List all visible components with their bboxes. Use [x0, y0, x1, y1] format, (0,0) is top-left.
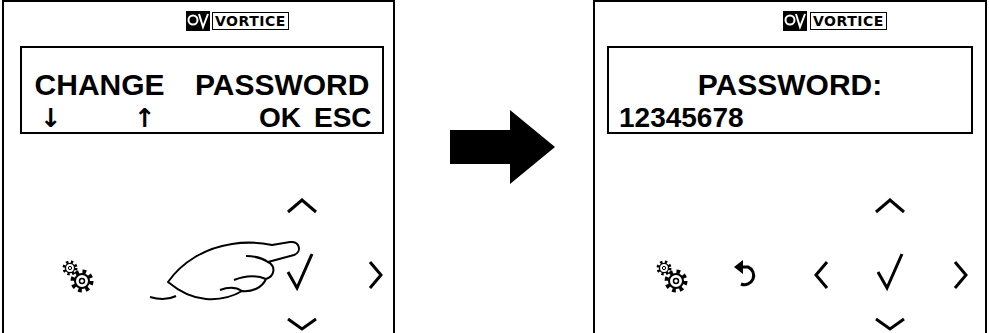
key-hint: ↓	[40, 105, 62, 131]
settings-button	[64, 262, 91, 290]
key-hint: OK	[259, 104, 301, 132]
password-value: 12345678	[619, 104, 744, 132]
settings-button	[658, 262, 685, 290]
right-button	[370, 262, 381, 288]
brand-logo: VORTICE	[810, 12, 887, 30]
key-hint: ESC	[314, 104, 372, 132]
pressing-hand	[150, 242, 299, 299]
up-button	[288, 200, 316, 212]
ok-button	[878, 254, 902, 288]
up-button	[876, 200, 904, 212]
logo-symbol	[186, 11, 210, 31]
key-hint: ↑	[134, 105, 156, 131]
back-button	[734, 260, 754, 285]
left-button	[816, 262, 827, 288]
right-button	[955, 262, 966, 288]
ok-button	[288, 254, 312, 288]
logo-symbol	[783, 11, 807, 31]
display-title: PASSWORD:	[609, 70, 971, 100]
controller-panel: VORTICE CHANGE PASSWORD ↓ ↑ OK ESC	[2, 0, 395, 333]
lcd-display: CHANGE PASSWORD ↓ ↑ OK ESC	[20, 46, 384, 134]
lcd-display: PASSWORD: 12345678	[607, 46, 973, 134]
down-button	[876, 319, 904, 329]
down-button	[288, 319, 316, 329]
flow-arrow	[450, 110, 555, 184]
controller-panel: VORTICE PASSWORD: 12345678	[593, 0, 987, 333]
display-title: CHANGE PASSWORD	[22, 70, 382, 100]
brand-logo: VORTICE	[212, 12, 289, 30]
